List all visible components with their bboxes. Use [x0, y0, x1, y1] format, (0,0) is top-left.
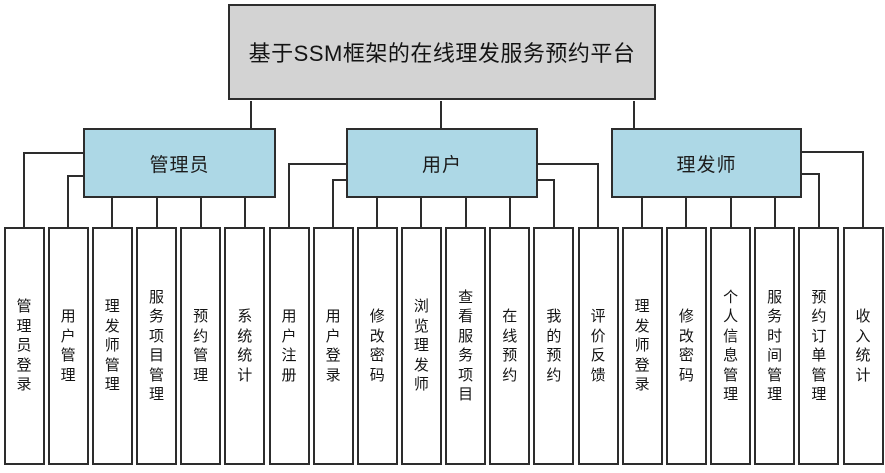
leaf-node-1-3: 浏览理发师 [400, 227, 442, 465]
leaf-node-label: 查看服务项目 [458, 288, 474, 404]
leaf-node-0-2: 理发师管理 [91, 227, 133, 465]
connector-line [420, 197, 422, 227]
leaf-node-1-5: 在线预约 [489, 227, 531, 465]
leaf-node-label: 预约订单管理 [811, 288, 827, 404]
leaf-node-1-0: 用户注册 [268, 227, 310, 465]
group-node-admin-label: 管理员 [149, 154, 210, 176]
connector-line [332, 179, 347, 181]
leaf-node-label: 预约管理 [193, 308, 209, 384]
connector-line [774, 197, 776, 227]
leaf-node-0-3: 服务项目管理 [136, 227, 177, 465]
leaf-node-2-0: 理发师登录 [621, 227, 663, 465]
leaf-node-label: 修改密码 [369, 308, 385, 384]
group-node-user-label: 用户 [421, 154, 462, 176]
leaf-node-0-1: 用户管理 [47, 227, 89, 465]
connector-line [23, 153, 25, 227]
connector-line [801, 151, 864, 153]
leaf-node-1-2: 修改密码 [356, 227, 398, 465]
connector-line [818, 174, 820, 227]
leaf-node-label: 理发师登录 [634, 298, 650, 394]
leaf-node-1-4: 查看服务项目 [445, 227, 487, 465]
connector-line [288, 164, 290, 227]
leaf-node-2-5: 收入统计 [842, 227, 884, 465]
leaf-node-0-0: 管理员登录 [3, 227, 45, 465]
connector-line [465, 197, 467, 227]
connector-line [23, 152, 84, 154]
connector-line [244, 197, 246, 227]
leaf-node-label: 管理员登录 [16, 298, 32, 394]
connector-line [730, 197, 732, 227]
connector-line [288, 163, 347, 165]
connector-line [250, 101, 252, 128]
connector-line [67, 176, 69, 227]
connector-line [801, 173, 820, 175]
connector-line [553, 180, 555, 227]
leaf-node-label: 系统统计 [237, 308, 253, 384]
leaf-node-label: 修改密码 [678, 308, 694, 384]
leaf-node-2-2: 个人信息管理 [710, 227, 752, 465]
group-node-admin: 管理员 [83, 128, 276, 198]
group-node-barber: 理发师 [611, 128, 802, 198]
connector-line [200, 197, 202, 227]
group-node-barber-label: 理发师 [676, 154, 737, 176]
leaf-node-1-7: 评价反馈 [577, 227, 619, 465]
root-node: 基于SSM框架的在线理发服务预约平台 [228, 4, 656, 100]
connector-line [67, 175, 84, 177]
leaf-node-1-1: 用户登录 [312, 227, 354, 465]
connector-line [376, 197, 378, 227]
leaf-node-label: 理发师管理 [104, 298, 120, 394]
root-node-label: 基于SSM框架的在线理发服务预约平台 [248, 41, 636, 66]
leaf-node-label: 浏览理发师 [413, 298, 429, 394]
leaf-node-2-1: 修改密码 [665, 227, 707, 465]
connector-line [509, 197, 511, 227]
connector-line [862, 152, 864, 227]
group-node-user: 用户 [346, 128, 538, 198]
connector-line [156, 197, 158, 227]
connector-line [332, 180, 334, 227]
leaf-node-label: 收入统计 [855, 308, 871, 384]
connector-line [440, 101, 442, 128]
leaf-node-2-4: 预约订单管理 [798, 227, 840, 465]
leaf-node-label: 用户管理 [60, 308, 76, 384]
leaf-node-0-5: 系统统计 [224, 227, 266, 465]
connector-line [633, 101, 635, 128]
leaf-node-2-3: 服务时间管理 [754, 227, 796, 465]
leaf-node-label: 用户登录 [325, 308, 341, 384]
leaf-node-label: 个人信息管理 [723, 288, 739, 404]
connector-line [537, 163, 599, 165]
connector-line [111, 197, 113, 227]
leaf-node-label: 在线预约 [502, 308, 518, 384]
leaf-node-0-4: 预约管理 [180, 227, 222, 465]
leaf-node-label: 服务项目管理 [148, 288, 164, 404]
leaf-node-label: 服务时间管理 [767, 288, 783, 404]
leaf-node-label: 我的预约 [546, 308, 562, 384]
leaf-node-label: 评价反馈 [590, 308, 606, 384]
connector-line [685, 197, 687, 227]
connector-line [597, 164, 599, 227]
leaf-node-label: 用户注册 [281, 308, 297, 384]
connector-line [641, 197, 643, 227]
leaf-node-1-6: 我的预约 [533, 227, 575, 465]
connector-line [537, 179, 555, 181]
